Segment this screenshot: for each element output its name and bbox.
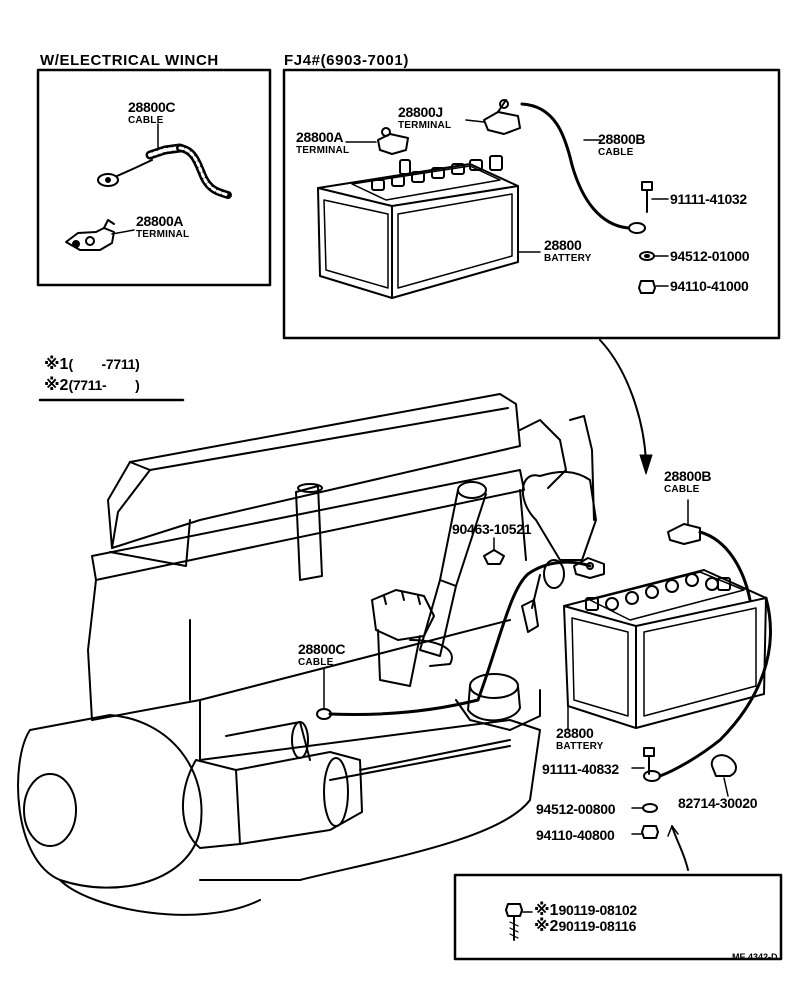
fj4-nut-drawing xyxy=(638,280,669,294)
main-nut-number: 94110-40800 xyxy=(536,827,615,843)
bolt-inset-frame xyxy=(453,873,783,961)
fj4-terminal-j-number: 28800J xyxy=(398,104,443,120)
fj4-terminal-28800j-drawing xyxy=(465,99,521,135)
winch-terminal-drawing xyxy=(65,219,135,251)
fj4-washer-drawing xyxy=(639,251,669,261)
main-bolt-90463-drawing xyxy=(483,537,505,565)
fj4-terminal-a-number: 28800A xyxy=(296,129,344,145)
legend-line-2: ※2(7711- ) xyxy=(44,377,140,394)
legend-range-1: ( -7711) xyxy=(68,356,140,372)
fj4-nut-number: 94110-41000 xyxy=(670,278,749,294)
main-cable-b-number: 28800B xyxy=(664,468,712,484)
fj4-bolt-number: 91111-41032 xyxy=(670,191,747,207)
bolt-mark-1: ※1 xyxy=(534,902,559,919)
winch-cable-name: CABLE xyxy=(128,115,164,126)
main-nut-drawing xyxy=(631,825,659,839)
fj4-inset-frame xyxy=(282,68,781,340)
legend-mark-1: ※1 xyxy=(44,356,69,373)
fj4-terminal-a-name: TERMINAL xyxy=(296,145,350,156)
fj4-cable-28800b-drawing xyxy=(520,102,646,234)
main-cable-b-name: CABLE xyxy=(664,484,700,495)
diagram-code: ME 4342-D xyxy=(732,952,778,962)
main-battery-number: 28800 xyxy=(556,725,594,741)
main-washer-drawing xyxy=(631,803,658,813)
bolt-line-1: ※190119-08102 xyxy=(534,903,637,919)
main-cable-28800b xyxy=(643,499,772,782)
fj4-inset-title: FJ4#(6903-7001) xyxy=(284,52,409,69)
main-cable-28800c xyxy=(316,560,592,720)
main-terminal-drawing xyxy=(573,557,605,579)
winch-inset-title: W/ELECTRICAL WINCH xyxy=(40,52,219,69)
inset-to-main-arrow xyxy=(599,339,647,463)
main-cable-c-name: CABLE xyxy=(298,657,334,668)
fj4-terminal-28800a-drawing xyxy=(345,127,409,155)
main-washer-number: 94512-00800 xyxy=(536,801,616,817)
legend-mark-2: ※2 xyxy=(44,377,69,394)
bolt-number-2: 90119-08116 xyxy=(558,918,637,934)
winch-cable-drawing xyxy=(97,143,232,199)
winch-terminal-name: TERMINAL xyxy=(136,229,190,240)
fj4-cable-name: CABLE xyxy=(598,147,634,158)
fj4-cable-number: 28800B xyxy=(598,131,646,147)
bolt-number-1: 90119-08102 xyxy=(558,902,637,918)
fj4-battery-name: BATTERY xyxy=(544,253,592,264)
fj4-battery-drawing xyxy=(317,155,519,299)
main-battery-name: BATTERY xyxy=(556,741,604,752)
legend-range-2: (7711- ) xyxy=(68,377,140,393)
bolt-inset-drawing xyxy=(505,903,533,941)
bolt-inset-arrow xyxy=(671,825,689,871)
bolt-line-2: ※290119-08116 xyxy=(534,919,636,935)
fj4-terminal-j-name: TERMINAL xyxy=(398,120,452,131)
main-bolt-91111-number: 91111-40832 xyxy=(542,761,619,777)
fj4-bolt-91111-drawing xyxy=(641,181,669,213)
main-clamp-number: 82714-30020 xyxy=(678,795,758,811)
engine-drawing xyxy=(17,393,597,916)
fj4-battery-number: 28800 xyxy=(544,237,582,253)
main-bolt-90463-number: 90463-10521 xyxy=(452,521,532,537)
legend-line-1: ※1( -7711) xyxy=(44,356,140,373)
winch-inset-frame xyxy=(36,68,272,287)
winch-cable-number: 28800C xyxy=(128,99,176,115)
main-bolt-91111-drawing xyxy=(631,747,655,775)
bolt-mark-2: ※2 xyxy=(534,918,559,935)
main-battery-drawing xyxy=(563,569,767,729)
main-clamp-82714-drawing xyxy=(710,754,737,797)
fj4-washer-number: 94512-01000 xyxy=(670,248,750,264)
main-cable-c-number: 28800C xyxy=(298,641,346,657)
winch-terminal-number: 28800A xyxy=(136,213,184,229)
